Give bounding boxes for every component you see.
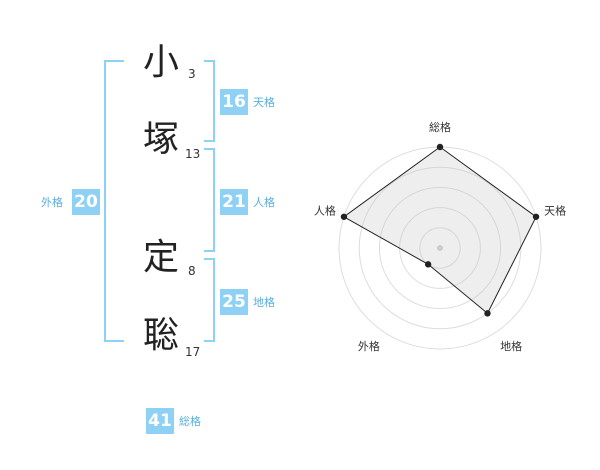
chikaku-label: 地格 <box>253 296 275 309</box>
tenkaku-label: 天格 <box>253 96 275 109</box>
radar-axis-label-5: 人格 <box>314 204 336 218</box>
gaikaku-badge: 20 <box>72 189 100 215</box>
jinkaku-bracket <box>204 148 215 252</box>
radar-axis-label-2: 天格 <box>544 204 566 218</box>
radar-point-3 <box>484 310 491 317</box>
radar-axis-label-4: 外格 <box>358 339 380 353</box>
tenkaku-badge: 16 <box>220 89 248 115</box>
gaikaku-bracket <box>104 60 124 342</box>
name-char-4: 聡 <box>143 315 180 356</box>
jinkaku-label: 人格 <box>253 196 275 209</box>
name-char-1: 小 <box>143 42 180 83</box>
stroke-count-3: 8 <box>188 264 196 278</box>
soukaku-label: 総格 <box>179 415 201 428</box>
gaikaku-label: 外格 <box>41 196 63 209</box>
name-char-3: 定 <box>143 237 180 278</box>
radar-axis-label-1: 総格 <box>429 120 451 134</box>
stroke-count-4: 17 <box>185 345 201 359</box>
radar-points <box>340 143 540 317</box>
chikaku-badge: 25 <box>220 289 248 315</box>
radar-axis-label-3: 地格 <box>500 339 522 353</box>
chikaku-bracket <box>204 258 215 342</box>
radar-center-dot <box>437 245 443 251</box>
radar-point-5 <box>340 213 348 220</box>
jinkaku-badge: 21 <box>220 189 248 215</box>
radar-grid-ring-3 <box>378 186 502 310</box>
name-char-2: 塚 <box>143 119 180 160</box>
radar-polygon <box>342 146 537 315</box>
radar-grid-ring-1 <box>419 227 461 269</box>
tenkaku-bracket <box>204 60 215 142</box>
soukaku-badge: 41 <box>146 408 174 434</box>
radar-point-2 <box>532 213 540 220</box>
stroke-count-2: 13 <box>185 147 201 161</box>
radar-point-4 <box>424 261 432 268</box>
stroke-count-1: 3 <box>188 67 196 81</box>
radar-point-1 <box>436 143 444 151</box>
